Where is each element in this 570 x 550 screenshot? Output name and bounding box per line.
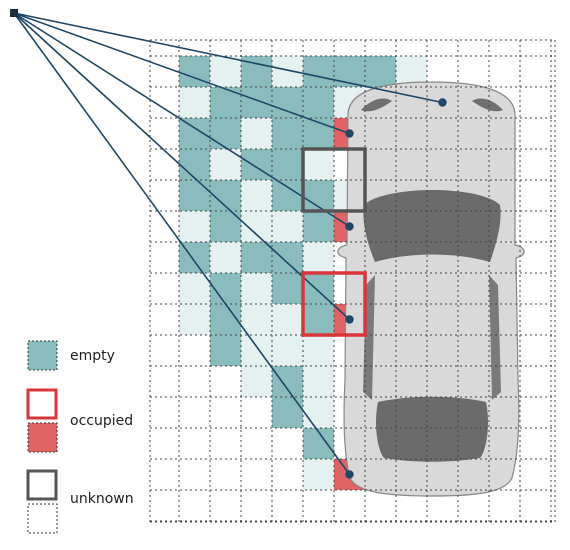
unknown-region-outline [301,147,367,213]
empty-cell [334,56,365,87]
empty-cell [272,180,303,211]
legend-occupied-outline-swatch [26,388,58,420]
empty-cell [179,149,210,180]
empty-cell [241,242,272,273]
ray-hit-point [345,129,354,138]
grid-lines [149,39,556,523]
ray-hit-point [345,315,354,324]
empty-cell [210,56,241,87]
empty-cell [241,304,272,335]
empty-cell [210,242,241,273]
empty-cell [272,304,303,335]
empty-cell [303,149,334,180]
legend-occupied-swatch [27,422,58,453]
sensor-ray [13,12,443,104]
ray-hit-point [345,222,354,231]
empty-cell [210,335,241,366]
empty-cell [241,273,272,304]
empty-cell [179,87,210,118]
sensor-icon [10,9,18,17]
legend-unknown-outline-swatch [26,469,58,501]
empty-cell [303,56,334,87]
legend-occupied-label: occupied [70,413,133,429]
empty-cell [272,118,303,149]
empty-cell [303,273,334,304]
empty-cell [303,335,334,366]
empty-cell [272,335,303,366]
sensor-ray [13,12,351,321]
empty-cell [303,242,334,273]
ray-hit-point [345,470,354,479]
empty-cell [303,304,334,335]
empty-cell [179,304,210,335]
empty-cell [241,366,272,397]
sensor-ray [13,12,351,475]
empty-cell [241,149,272,180]
legend-empty-label: empty [70,348,115,364]
empty-cell [365,56,396,87]
empty-cell [179,211,210,242]
car-icon [337,81,525,497]
legend-unknown-label: unknown [70,491,134,507]
empty-cell [303,397,334,428]
ray-hit-point [438,98,447,107]
sensor-rays [13,12,447,479]
empty-cell [303,459,334,490]
legend-empty-swatch [27,340,58,371]
empty-cell [241,118,272,149]
empty-cell [241,180,272,211]
empty-cell [272,149,303,180]
empty-cell [303,211,334,242]
empty-cell [272,56,303,87]
empty-cell [210,87,241,118]
empty-cell [210,118,241,149]
empty-cell [241,211,272,242]
empty-cell [272,87,303,118]
empty-cell [272,366,303,397]
sensor-ray [13,12,350,228]
empty-cell [303,366,334,397]
empty-cell [272,273,303,304]
highlight-outlines [301,147,367,337]
occupied-region-outline [301,271,367,337]
empty-cell [303,87,334,118]
empty-cell [272,397,303,428]
legend-unknown-swatch [27,503,58,534]
empty-cell [179,273,210,304]
legend: empty occupied unknown [26,340,134,534]
empty-cell [272,211,303,242]
empty-cell [179,180,210,211]
empty-cell [179,118,210,149]
sensor-ray [13,12,350,135]
empty-cell [272,242,303,273]
empty-cell [241,87,272,118]
grid-cells [179,56,458,490]
